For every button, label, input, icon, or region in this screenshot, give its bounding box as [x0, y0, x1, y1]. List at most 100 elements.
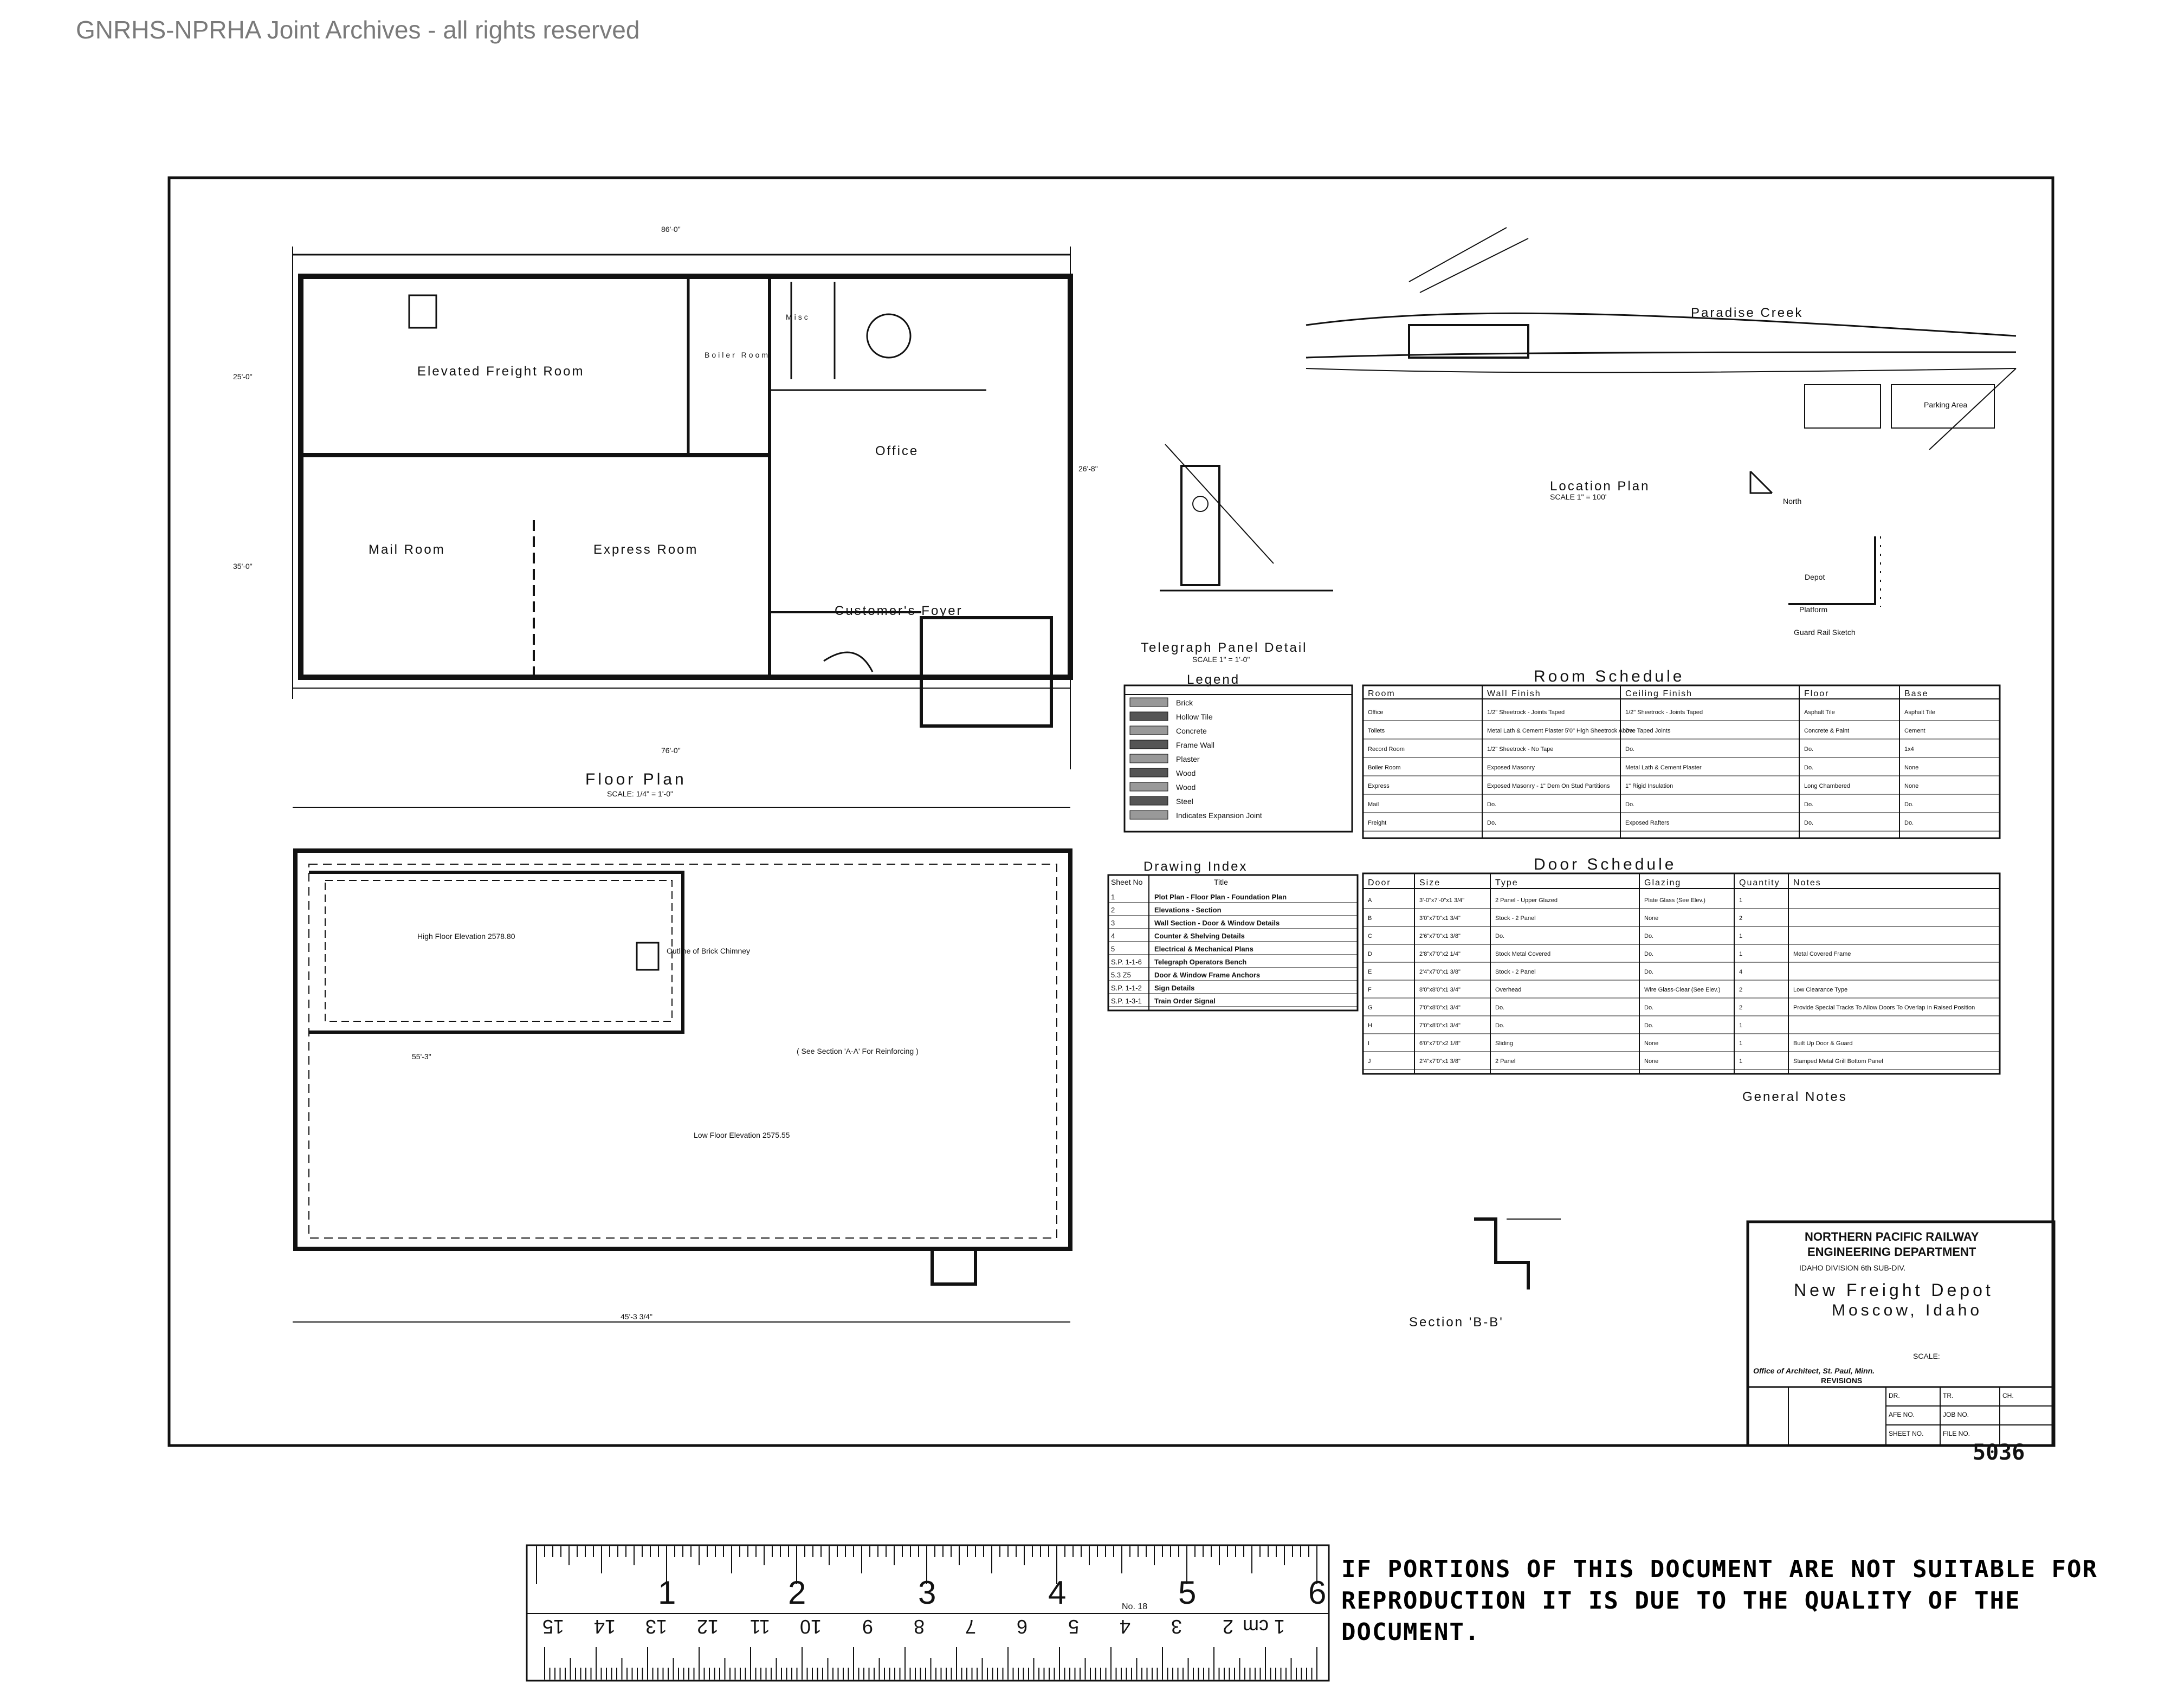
door-schedule-cell: 1 — [1739, 1040, 1742, 1047]
door-schedule-cell: 6'0"x7'0"x2 1/8" — [1419, 1040, 1461, 1047]
title-block-cell: AFE NO. — [1889, 1411, 1915, 1418]
door-schedule-cell: None — [1644, 1040, 1658, 1047]
sheet-number: 5036 — [1973, 1440, 2025, 1465]
door-schedule-cell: None — [1644, 1058, 1658, 1065]
floor-plan-dim-bottom: 76'-0" — [661, 746, 681, 755]
door-schedule-header: Notes — [1793, 878, 1821, 887]
room-schedule-cell: 1/2" Sheetrock - No Tape — [1487, 746, 1553, 753]
title-block-cells: DR.TR.CH.AFE NO.JOB NO.SHEET NO.FILE NO. — [1889, 1392, 2014, 1437]
legend-swatch — [1129, 768, 1168, 777]
door-schedule-cell: Stock - 2 Panel — [1495, 915, 1536, 922]
room-schedule-cell: Mail — [1368, 801, 1379, 808]
room-schedule-cell: 1x4 — [1904, 746, 1914, 753]
door-schedule-cell: Wire Glass-Clear (See Elev.) — [1644, 987, 1720, 993]
room-schedule-cell: Asphalt Tile — [1804, 709, 1835, 716]
room-express: Express Room — [593, 542, 698, 557]
floor-plan-dim-left-2: 35'-0" — [233, 562, 253, 571]
door-schedule-cell: 1 — [1739, 951, 1742, 957]
title-block-cell: JOB NO. — [1943, 1411, 1969, 1418]
legend-label: Indicates Expansion Joint — [1176, 811, 1262, 820]
room-schedule-cell: Exposed Masonry - 1" Dem On Stud Partiti… — [1487, 783, 1610, 789]
location-plan-title: Location Plan — [1550, 479, 1650, 494]
door-schedule-header: Glazing — [1644, 878, 1681, 887]
telegraph-panel-detail — [1160, 444, 1333, 592]
guard-rail-platform: Platform — [1799, 605, 1827, 614]
ruler-inch-label: 2 — [788, 1574, 806, 1611]
foundation-low-floor: Low Floor Elevation 2575.55 — [694, 1131, 790, 1139]
title-office: Office of Architect, St. Paul, Minn. — [1753, 1366, 1875, 1375]
legend-swatch — [1129, 725, 1168, 735]
door-schedule-cell: 2 — [1739, 915, 1742, 922]
room-schedule-cell: Asphalt Tile — [1904, 709, 1935, 716]
room-misc: Misc — [786, 313, 810, 321]
title-revisions: REVISIONS — [1821, 1376, 1862, 1385]
foundation-dim-inner: 55'-3" — [412, 1052, 431, 1061]
door-schedule-cell: H — [1368, 1022, 1372, 1029]
drawing-index-title-cell: Door & Window Frame Anchors — [1154, 971, 1260, 979]
door-schedule-cell: 2 Panel - Upper Glazed — [1495, 897, 1558, 904]
drawing-index-sheet: S.P. 1-1-2 — [1111, 984, 1142, 992]
legend-label: Concrete — [1176, 727, 1207, 735]
room-schedule-cell: 1/2" Sheetrock - Joints Taped — [1625, 709, 1703, 716]
room-schedule-cell: Do. — [1625, 801, 1634, 808]
door-schedule-cell: 2'6"x7'0"x1 3/8" — [1419, 933, 1461, 939]
room-schedule-cell: Do. — [1904, 801, 1914, 808]
drawing-index-sheet: 5 — [1111, 945, 1115, 953]
door-schedule — [1362, 872, 2001, 1075]
ruler-cm-label: 6 — [1017, 1616, 1028, 1638]
door-schedule-cell: 2'4"x7'0"x1 3/8" — [1419, 969, 1461, 975]
room-schedule-cell: Exposed Masonry — [1487, 764, 1535, 771]
door-schedule-cell: Stamped Metal Grill Bottom Panel — [1793, 1058, 1883, 1065]
title-company: NORTHERN PACIFIC RAILWAY — [1805, 1230, 1979, 1243]
drawing-index-sheet: 2 — [1111, 906, 1115, 914]
legend-swatch — [1129, 810, 1168, 820]
ruler-cm-label: 1 cm — [1243, 1616, 1285, 1638]
ruler-cm-label: 7 — [965, 1616, 976, 1638]
guard-rail-sketch — [1788, 536, 1881, 607]
title-block-cell: TR. — [1943, 1392, 1953, 1399]
room-schedule-header: Floor — [1804, 689, 1829, 698]
ruler-cm-label: 12 — [697, 1616, 719, 1638]
room-schedule-header: Ceiling Finish — [1625, 689, 1692, 698]
legend-label: Frame Wall — [1176, 741, 1214, 749]
ruler-cm-label: 15 — [542, 1616, 564, 1638]
room-schedule-cell: Do. — [1487, 801, 1496, 808]
room-schedule-cell: Do. — [1625, 728, 1634, 734]
ruler-cm-label: 3 — [1171, 1616, 1182, 1638]
title-block-cell: FILE NO. — [1943, 1430, 1970, 1437]
drawing-index-title-cell: Plot Plan - Floor Plan - Foundation Plan — [1154, 893, 1287, 901]
ruler-cm-label: 4 — [1120, 1616, 1130, 1638]
door-schedule-cell: 1 — [1739, 1022, 1742, 1029]
drawing-index-head-title: Title — [1214, 878, 1228, 886]
drawing-index — [1107, 874, 1359, 1012]
ruler-inch-label: 4 — [1048, 1574, 1066, 1611]
room-office: Office — [875, 444, 919, 458]
room-schedule-header: Base — [1904, 689, 1928, 698]
title-block-cell: DR. — [1889, 1392, 1900, 1399]
section-b-title: Section 'B-B' — [1409, 1315, 1504, 1330]
door-schedule-cell: Do. — [1644, 1004, 1653, 1011]
ruler-cm-label: 8 — [914, 1616, 925, 1638]
door-schedule-cell: Built Up Door & Guard — [1793, 1040, 1852, 1047]
room-schedule-cell: None — [1904, 764, 1918, 771]
legend — [1123, 684, 1353, 833]
drawing-index-sheet: S.P. 1-1-6 — [1111, 958, 1142, 966]
title-division: IDAHO DIVISION 6th SUB-DIV. — [1799, 1263, 1905, 1272]
door-schedule-cell: Stock - 2 Panel — [1495, 969, 1536, 975]
floor-plan-title: Floor Plan — [585, 770, 687, 788]
legend-swatch — [1129, 796, 1168, 806]
title-department: ENGINEERING DEPARTMENT — [1807, 1245, 1976, 1259]
room-schedule-cell: Record Room — [1368, 746, 1405, 753]
drawing-index-title-cell: Elevations - Section — [1154, 906, 1222, 914]
drawing-index-title-cell: Wall Section - Door & Window Details — [1154, 919, 1280, 927]
door-schedule-header: Size — [1419, 878, 1440, 887]
title-block-cell: SHEET NO. — [1889, 1430, 1923, 1437]
ruler-inch-label: 1 — [658, 1574, 676, 1611]
room-schedule-cell: Do. — [1904, 820, 1914, 826]
ruler-maker: No. 18 — [1122, 1602, 1147, 1611]
door-schedule-header: Quantity — [1739, 878, 1780, 887]
